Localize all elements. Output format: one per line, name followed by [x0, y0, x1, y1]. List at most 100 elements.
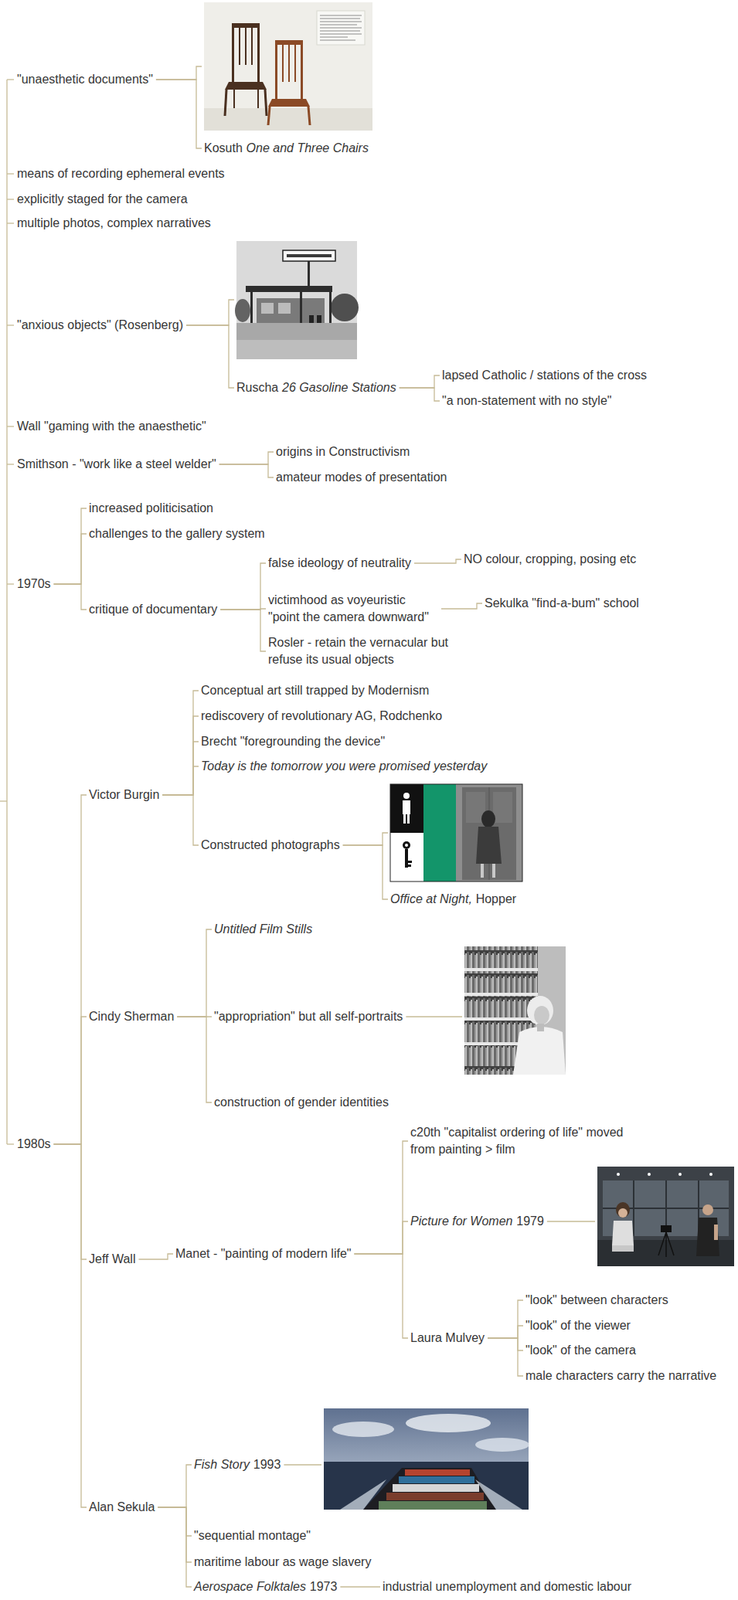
branch-line	[399, 387, 440, 402]
topic-text: NO colour, cropping, posing etc	[463, 552, 636, 566]
root-tick	[6, 222, 14, 224]
kosuth-photo	[204, 2, 373, 131]
topic-text: "appropriation" but all self-portraits	[214, 1010, 403, 1024]
topic-label: victimhood as voyeuristic "point the cam…	[268, 591, 439, 626]
topic-text: male characters carry the narrative	[525, 1369, 717, 1383]
topic-text: Jeff Wall	[88, 1252, 136, 1266]
topic-label: 1970s	[17, 575, 52, 593]
topic-text: industrial unemployment and domestic lab…	[382, 1580, 632, 1594]
branch-line	[186, 325, 235, 388]
branch-line	[157, 1507, 192, 1588]
branch-line	[441, 603, 483, 609]
branch-line	[157, 1465, 192, 1508]
branch-line	[487, 1326, 524, 1339]
topic-text: Cindy Sherman	[88, 1010, 174, 1024]
branch-line	[54, 508, 87, 585]
topic-label: rediscovery of revolutionary AG, Rodchen…	[200, 707, 443, 725]
branch-line	[353, 1221, 409, 1255]
topic-label: Picture for Women1979	[410, 1213, 545, 1231]
branch-line	[340, 1586, 381, 1588]
branch-line	[220, 609, 266, 652]
topic-text: 1993	[253, 1458, 282, 1472]
branch-line	[487, 1338, 524, 1377]
topic-text: Smithson - "work like a steel welder"	[17, 457, 217, 471]
leader-line	[547, 1220, 596, 1222]
branch-line	[54, 795, 87, 1145]
root-tick	[6, 173, 14, 174]
topic-text: false ideology of neutrality	[268, 556, 412, 570]
topic-label: Sekulka "find-a-bum" school	[484, 595, 640, 613]
branch-line	[162, 741, 199, 796]
topic-text: 1973	[309, 1580, 338, 1594]
branch-line	[219, 452, 274, 465]
topic-label: Aerospace Folktales1973	[193, 1578, 337, 1596]
branch-line	[353, 1254, 409, 1339]
topic-text: 26 Gasoline Stations	[282, 380, 397, 395]
leader-line	[343, 833, 388, 846]
topic-label: false ideology of neutrality	[268, 554, 412, 572]
topic-label: Constructed photographs	[200, 836, 341, 854]
topic-label: Today is the tomorrow you were promised …	[200, 758, 487, 776]
topic-text: lapsed Catholic / stations of the cross	[442, 368, 647, 382]
topic-text: rediscovery of revolutionary AG, Rodchen…	[200, 709, 443, 723]
topic-label: "look" of the viewer	[525, 1317, 631, 1335]
root-tick	[6, 463, 14, 465]
branch-line	[414, 559, 462, 564]
topic-label: Rosler - retain the vernacular but refus…	[268, 634, 454, 669]
topic-text: Manet - "painting of modern life"	[175, 1247, 351, 1261]
topic-text: maritime labour as wage slavery	[193, 1555, 371, 1569]
topic-text: "anxious objects" (Rosenberg)	[17, 318, 184, 332]
topic-label: Ruscha26 Gasoline Stations	[236, 379, 397, 397]
branch-line	[353, 1141, 409, 1255]
branch-line	[54, 1016, 87, 1145]
branch-line	[162, 716, 199, 796]
topic-label: lapsed Catholic / stations of the cross	[442, 367, 647, 385]
topic-text: One and Three Chairs	[246, 141, 369, 155]
topic-text: "sequential montage"	[193, 1529, 311, 1543]
root-tick	[6, 583, 14, 585]
topic-label: male characters carry the narrative	[525, 1367, 717, 1385]
branch-line	[219, 464, 274, 478]
root-tick	[6, 324, 14, 326]
branch-line	[54, 1144, 87, 1508]
topic-text: amateur modes of presentation	[275, 470, 447, 484]
wall-photo	[597, 1166, 735, 1267]
branch-line	[162, 795, 199, 846]
topic-label: origins in Constructivism	[275, 443, 410, 461]
topic-text: Today is the tomorrow you were promised …	[200, 759, 487, 773]
branch-line	[138, 1254, 174, 1260]
branch-line	[176, 1016, 212, 1103]
topic-text: Ruscha	[236, 380, 279, 395]
topic-label: Untitled Film Stills	[214, 921, 313, 939]
topic-label: "unaesthetic documents"	[17, 71, 154, 89]
topic-text: Wall "gaming with the anaesthetic"	[17, 419, 207, 433]
topic-text: Constructed photographs	[200, 838, 341, 852]
topic-label: Conceptual art still trapped by Modernis…	[200, 682, 429, 700]
topic-label: Jeff Wall	[88, 1251, 136, 1269]
topic-text: Conceptual art still trapped by Modernis…	[200, 683, 429, 698]
topic-label: Smithson - "work like a steel welder"	[17, 455, 217, 473]
topic-text: Fish Story	[193, 1458, 250, 1472]
topic-label: 1980s	[17, 1135, 52, 1153]
topic-label: KosuthOne and Three Chairs	[204, 139, 369, 157]
topic-label: Office at Night,Hopper	[390, 891, 517, 909]
topic-text: Sekulka "find-a-bum" school	[484, 596, 640, 610]
topic-label: Brecht "foregrounding the device"	[200, 733, 385, 751]
topic-text: Alan Sekula	[88, 1500, 155, 1514]
topic-text: means of recording ephemeral events	[17, 166, 225, 181]
topic-label: "look" between characters	[525, 1292, 669, 1310]
leader-line	[283, 1464, 322, 1466]
topic-label: amateur modes of presentation	[275, 469, 447, 487]
branch-line	[54, 533, 87, 585]
topic-text: "unaesthetic documents"	[17, 72, 154, 86]
topic-label: means of recording ephemeral events	[17, 165, 225, 183]
topic-text: "look" of the camera	[525, 1343, 636, 1357]
topic-text: Aerospace Folktales	[193, 1580, 307, 1594]
topic-label: maritime labour as wage slavery	[193, 1554, 371, 1572]
root-tick	[6, 425, 14, 427]
branch-line	[162, 766, 199, 796]
topic-text: "look" of the viewer	[525, 1319, 631, 1333]
topic-text: Office at Night,	[390, 892, 473, 906]
fish-story-photo	[323, 1408, 530, 1511]
